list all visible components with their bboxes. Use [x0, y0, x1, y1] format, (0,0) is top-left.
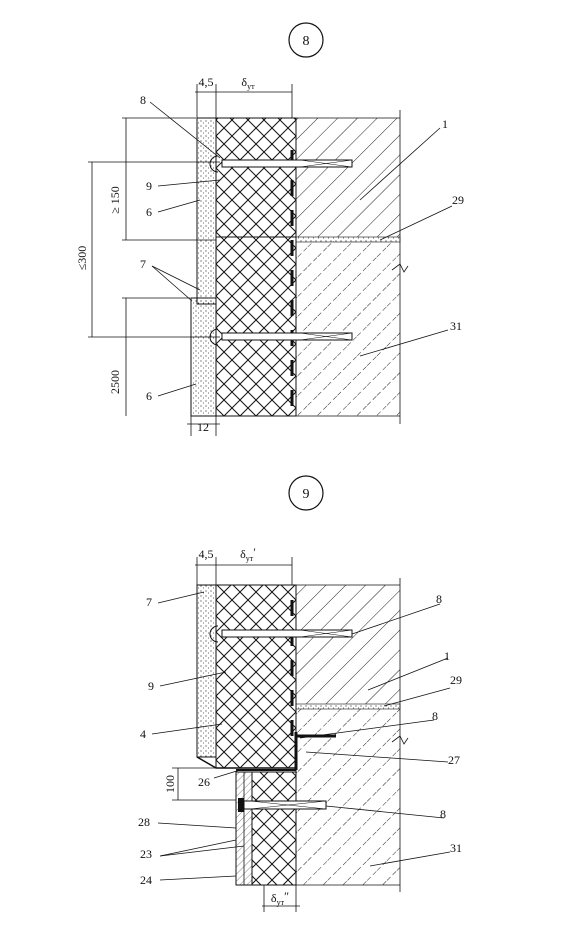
plaster-layer-9	[196, 584, 217, 758]
insulation-board-9	[215, 584, 297, 769]
detail-9: 9	[138, 475, 462, 912]
detail-8-number: 8	[303, 34, 310, 49]
label-8-angle-9: 8	[432, 709, 438, 723]
dim-insulation-lower: δут″	[271, 889, 289, 907]
masonry-wall-upper-9	[296, 585, 400, 704]
detail-8: 8	[75, 22, 464, 436]
plinth-plaster	[190, 297, 217, 417]
break-mark-9	[391, 735, 409, 745]
detail-9-number: 9	[303, 487, 310, 502]
label-6-lower: 6	[146, 389, 152, 403]
label-29: 29	[452, 193, 464, 207]
label-8-lower-9: 8	[440, 807, 446, 821]
dim-insulation-9: δут′	[240, 545, 256, 563]
label-26: 26	[198, 775, 210, 789]
mortar-joint-9	[295, 703, 401, 710]
anchor-upper-9	[209, 625, 353, 643]
label-4: 4	[140, 727, 146, 741]
dim-finish-8: 4,5	[199, 75, 214, 89]
label-28: 28	[138, 815, 150, 829]
label-9-9: 9	[148, 679, 154, 693]
dim-plinth: 12	[197, 420, 209, 434]
label-23: 23	[140, 847, 152, 861]
lower-insulation	[251, 771, 297, 886]
label-7: 7	[140, 257, 146, 271]
label-1-9: 1	[444, 649, 450, 663]
dim-gap-min: ≥ 150	[108, 186, 122, 214]
detail-9-number-circle	[288, 475, 324, 511]
leader-lines-9	[151, 591, 451, 881]
dim-offset: 100	[163, 775, 177, 793]
label-8: 8	[140, 93, 146, 107]
label-27: 27	[448, 753, 460, 767]
masonry-wall-lower	[296, 241, 400, 416]
anchor-lower	[209, 328, 353, 346]
label-6-upper: 6	[146, 205, 152, 219]
label-7-9: 7	[146, 595, 152, 609]
label-29-9: 29	[450, 673, 462, 687]
anchor-lower-9	[238, 798, 327, 812]
anchor-upper	[209, 155, 353, 173]
dimension-lines-9	[172, 557, 300, 912]
leader-lines-8	[149, 101, 453, 397]
dim-finish-9: 4,5	[199, 547, 214, 561]
label-1: 1	[442, 117, 448, 131]
dim-insulation-8: δут	[241, 75, 255, 91]
label-8-anchor-9: 8	[436, 592, 442, 606]
plaster-layer	[196, 117, 217, 305]
label-31: 31	[450, 319, 462, 333]
dim-pitch-max: ≤300	[75, 246, 89, 271]
label-31-9: 31	[450, 841, 462, 855]
dimension-lines-8	[88, 84, 293, 436]
label-9: 9	[146, 179, 152, 193]
break-mark	[391, 263, 409, 273]
dim-height: 2500	[108, 370, 122, 394]
detail-8-number-circle	[288, 22, 324, 58]
masonry-wall-upper	[296, 118, 400, 237]
label-24: 24	[140, 873, 152, 887]
